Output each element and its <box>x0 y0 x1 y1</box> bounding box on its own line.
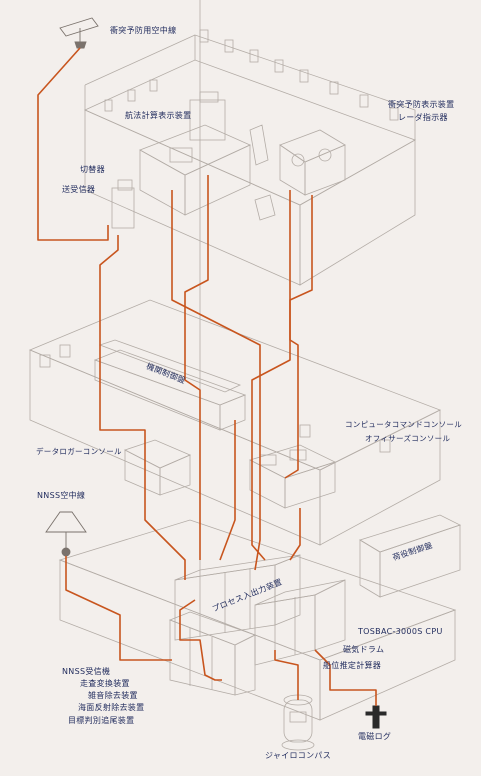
transceiver-label: 送受信器 <box>62 185 96 194</box>
tosbac-cpu-label: TOSBAC-3000S CPU <box>358 627 443 636</box>
nnss-antenna-label: NNSS空中線 <box>37 491 86 500</box>
radar-indicator-label: レーダ指示器 <box>398 113 448 122</box>
nnss-receiver-label: NNSS受信機 <box>62 667 111 676</box>
gyro-compass-label: ジャイロコンパス <box>265 751 331 760</box>
scan-converter-label: 走査変換装置 <box>80 679 130 688</box>
data-logger-label: データロガーコンソール <box>36 447 122 456</box>
magnetic-drum-label: 磁気ドラム <box>343 645 385 654</box>
em-log-label: 電磁ログ <box>358 732 392 741</box>
nav-display-label: 航法計算表示装置 <box>125 111 192 120</box>
collision-display-label: 衝突予防表示装置 <box>388 100 455 109</box>
signal-cables <box>37 47 377 706</box>
collision-antenna-icon <box>59 17 99 49</box>
collision-antenna-label: 衝突予防用空中線 <box>110 26 177 35</box>
switcher-label: 切替器 <box>80 165 105 174</box>
position-computer-label: 船位推定計算器 <box>323 661 382 670</box>
officers-console-label: オフィサーズコンソール <box>365 434 451 443</box>
bridge-deck-outline <box>84 29 416 286</box>
nnss-antenna-icon <box>45 511 87 557</box>
em-log-icon <box>365 705 387 729</box>
noise-removal-label: 雑音除去装置 <box>88 691 138 700</box>
computer-console-label: コンピュータコマンドコンソール <box>345 420 462 429</box>
target-tracking-label: 目標判別追尾装置 <box>68 716 135 725</box>
sea-clutter-removal-label: 海面反射除去装置 <box>78 703 145 712</box>
